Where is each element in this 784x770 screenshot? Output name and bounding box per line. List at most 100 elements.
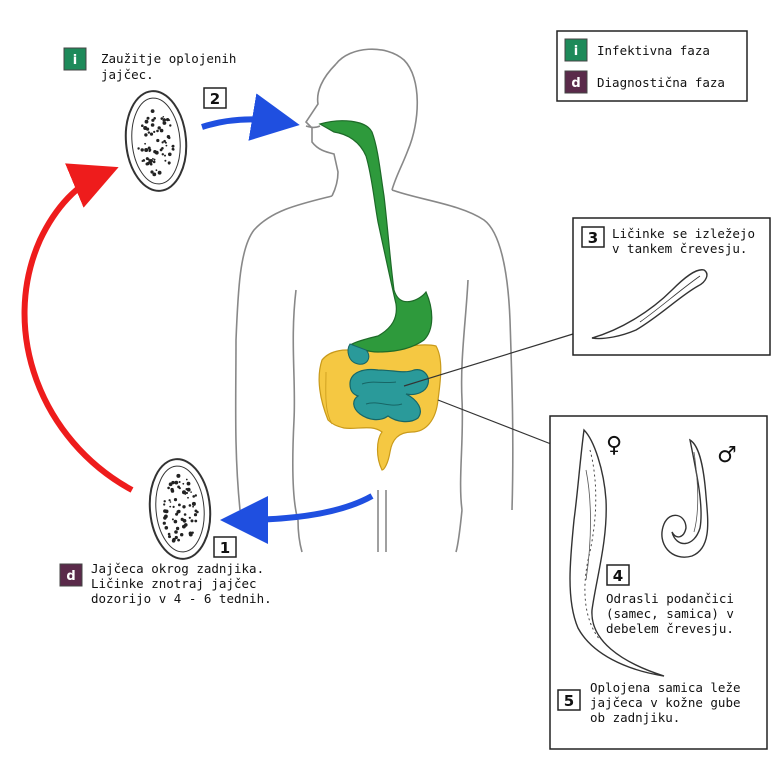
step-2-badge: i <box>63 47 87 71</box>
egg-speckle <box>168 535 171 539</box>
arrow-to-mouth <box>201 93 300 141</box>
egg-speckle <box>182 490 186 495</box>
step-3-text-line-1: Ličinke se izležejo <box>612 226 755 241</box>
pointer-line-3 <box>403 333 574 387</box>
legend-infective: i Infektivna faza <box>564 38 710 62</box>
egg-speckle <box>185 491 188 495</box>
egg-speckle <box>152 172 157 177</box>
digestive-tract <box>318 120 442 471</box>
female-worm-illustration <box>569 428 665 677</box>
egg-speckle <box>153 117 156 120</box>
egg-speckle <box>188 504 192 507</box>
step-1-text-line-2: Ličinke znotraj jajčec <box>91 576 257 591</box>
step-1-text-line-1: Jajčeca okrog zadnjika. <box>91 561 264 576</box>
egg-speckle <box>194 494 197 497</box>
egg-speckle <box>178 487 181 490</box>
egg-speckle <box>169 124 172 127</box>
egg-speckle <box>163 500 166 503</box>
larva-illustration <box>591 269 708 340</box>
egg-speckle <box>171 539 176 543</box>
egg-speckle <box>153 150 157 154</box>
svg-text:d: d <box>66 569 75 584</box>
step-5-text-line-3: ob zadnjiku. <box>590 710 680 725</box>
egg-speckle <box>156 138 160 143</box>
egg-speckle <box>162 521 166 525</box>
egg-speckle <box>147 131 151 134</box>
egg-perianal <box>148 458 212 560</box>
svg-text:i: i <box>73 53 77 68</box>
step-5-text-line-2: jajčeca v kožne gube <box>590 695 741 710</box>
egg-speckle <box>182 482 185 485</box>
egg-speckle <box>192 495 195 498</box>
egg-speckle <box>164 514 168 519</box>
step-3-text-line-2: v tankem črevesju. <box>612 241 747 256</box>
egg-speckle <box>167 486 170 490</box>
egg-speckle <box>159 128 164 133</box>
egg-speckle <box>163 139 166 143</box>
legend-diagnostic-label: Diagnostična faza <box>597 75 725 90</box>
egg-speckle <box>164 154 166 157</box>
egg-speckle <box>163 503 166 506</box>
egg-speckle <box>170 487 174 492</box>
egg-speckle <box>151 118 155 122</box>
egg-speckle <box>191 501 196 506</box>
egg-speckle <box>175 512 179 516</box>
egg-speckle <box>146 116 150 120</box>
egg-speckle <box>196 510 199 514</box>
egg-speckle <box>163 509 167 513</box>
egg-speckle <box>164 159 167 162</box>
egg-speckle <box>147 146 151 150</box>
egg-ingested <box>124 90 188 192</box>
egg-speckle <box>149 159 154 163</box>
egg-speckle <box>173 498 178 502</box>
egg-speckle <box>174 480 179 485</box>
step-5-text-line-1: Oplojena samica leže <box>590 680 741 695</box>
egg-speckle <box>156 129 159 133</box>
egg-speckle <box>159 172 161 175</box>
egg-speckle <box>144 119 149 124</box>
egg-speckle <box>190 491 192 493</box>
arrow-to-egg <box>220 493 374 544</box>
egg-speckle <box>159 148 163 152</box>
diagnostic-badge: d <box>571 76 580 91</box>
egg-speckle <box>150 170 154 174</box>
egg-speckle <box>153 130 156 133</box>
step-1-number: 1 <box>213 536 237 558</box>
pointer-line-4 <box>437 399 552 445</box>
egg-speckle <box>162 119 164 122</box>
egg-speckle <box>190 519 194 523</box>
egg-speckle <box>186 487 191 492</box>
egg-speckle <box>169 505 172 508</box>
egg-speckle <box>141 124 144 127</box>
egg-speckle <box>150 123 155 127</box>
egg-speckle <box>193 513 198 517</box>
egg-speckle <box>168 499 171 502</box>
step-4-number: 4 <box>613 567 623 585</box>
egg-speckle <box>171 147 175 151</box>
egg-speckle <box>148 150 151 153</box>
step-1-badge: d <box>59 563 83 587</box>
esophagus <box>318 120 433 353</box>
egg-speckle <box>144 148 149 152</box>
step-4-text-line-1: Odrasli podančici <box>606 591 734 606</box>
step-4-text-line-3: debelem črevesju. <box>606 621 734 636</box>
female-symbol-icon: ♀ <box>606 433 622 458</box>
egg-speckle <box>183 513 187 516</box>
step-4-text-line-2: (samec, samica) v <box>606 606 734 621</box>
egg-speckle <box>137 147 140 150</box>
arrow-egg-cycle <box>21 163 134 493</box>
human-body-outline <box>234 48 514 553</box>
egg-speckle <box>177 538 181 542</box>
egg-speckle <box>162 116 165 118</box>
egg-speckle <box>161 141 164 144</box>
egg-speckle <box>167 532 171 536</box>
egg-speckle <box>178 481 181 483</box>
legend-diagnostic: d Diagnostična faza <box>564 70 725 94</box>
step-5-number: 5 <box>564 692 574 710</box>
egg-speckle <box>150 109 155 113</box>
egg-speckle <box>164 526 169 530</box>
infective-badge: i <box>574 44 578 59</box>
egg-speckle <box>185 478 188 481</box>
egg-speckle <box>144 142 147 145</box>
egg-speckle <box>164 141 167 144</box>
